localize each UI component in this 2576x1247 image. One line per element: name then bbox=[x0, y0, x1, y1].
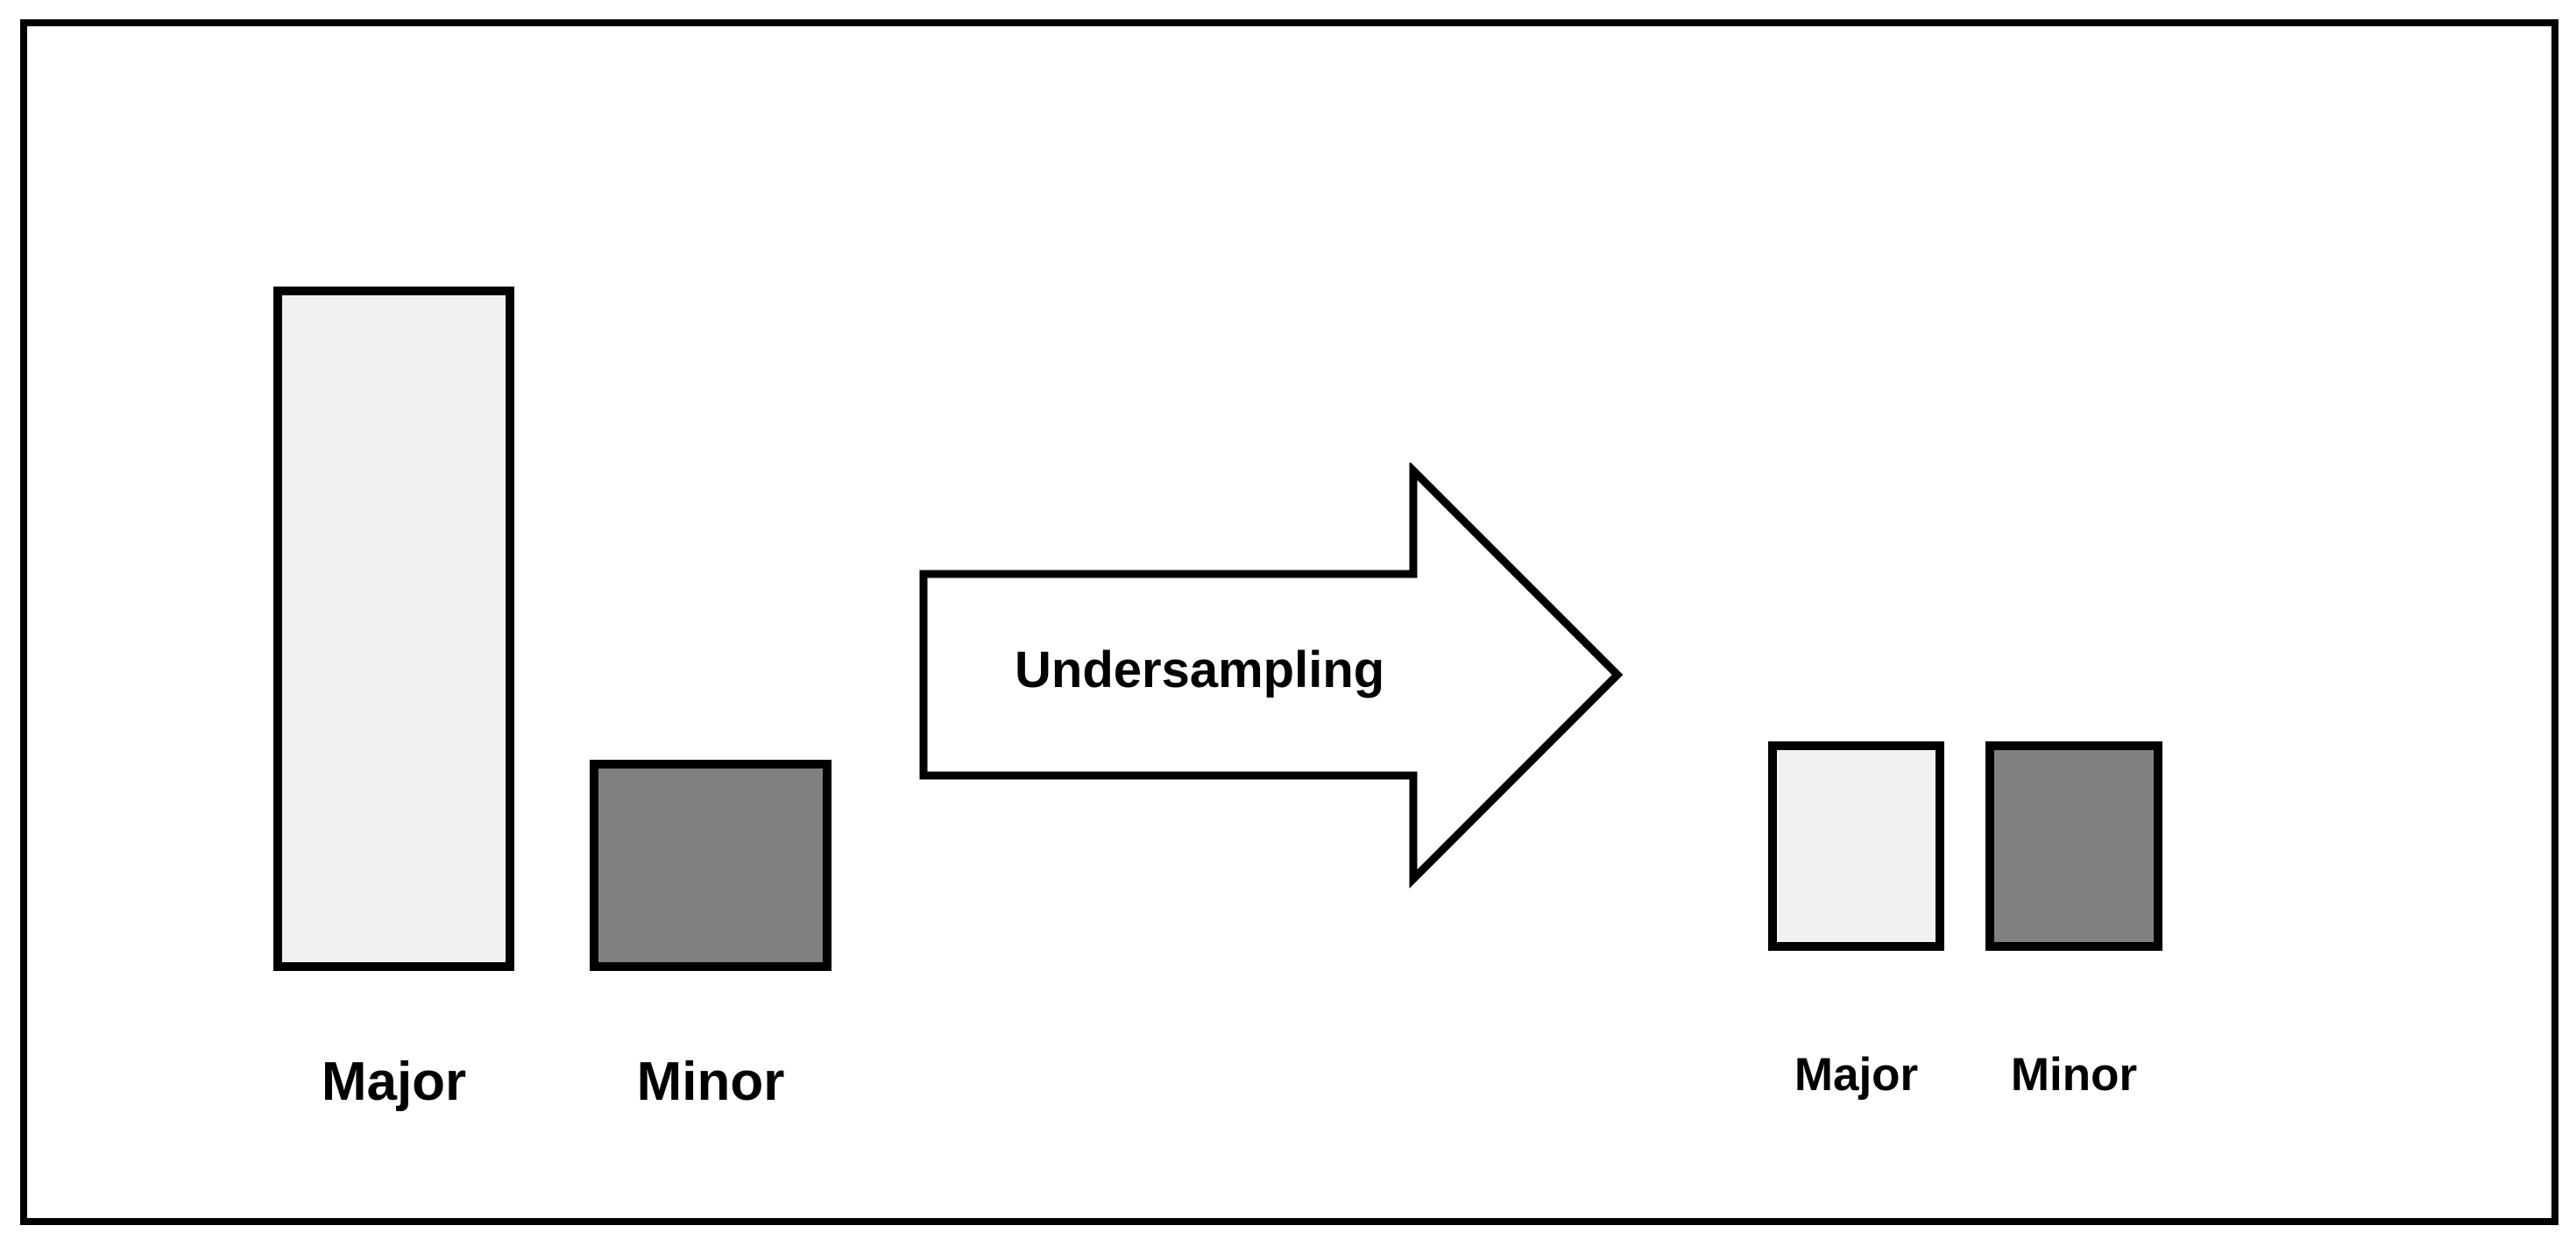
bar-label-after-major: Major bbox=[1794, 1049, 1919, 1101]
bar-after-minor bbox=[1985, 741, 2162, 951]
bar-label-before-minor: Minor bbox=[636, 1052, 785, 1112]
figure-frame: Major Minor Undersampling Major Minor bbox=[20, 19, 2558, 1225]
bar-before-major bbox=[273, 287, 514, 971]
arrow-label-undersampling: Undersampling bbox=[1015, 641, 1385, 698]
bar-label-after-minor: Minor bbox=[2010, 1049, 2138, 1101]
bar-before-minor bbox=[590, 760, 832, 971]
right-arrow-icon bbox=[916, 463, 1626, 892]
bar-after-major bbox=[1768, 741, 1944, 951]
bar-label-before-major: Major bbox=[321, 1052, 467, 1112]
